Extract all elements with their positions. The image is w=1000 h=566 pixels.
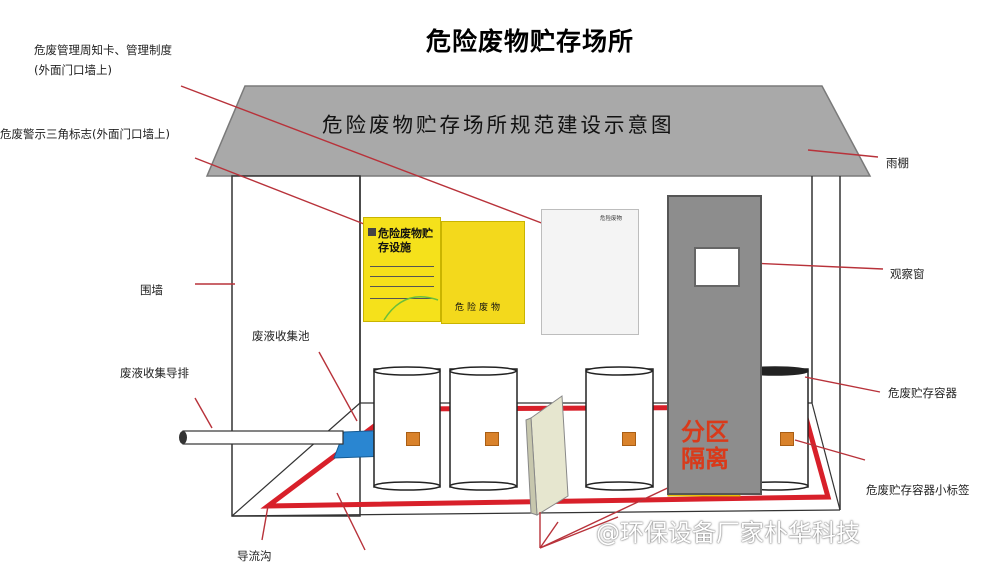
container-label-4 xyxy=(780,432,794,446)
storage-door xyxy=(667,195,762,495)
storage-container-3 xyxy=(585,366,654,491)
partition-board xyxy=(530,395,569,516)
notice-heading: 危险废物 xyxy=(600,216,623,222)
floor-right-edge xyxy=(811,402,841,511)
label-warning-sign: 危废警示三角标志(外面门口墙上) xyxy=(0,127,170,141)
label-canopy: 雨棚 xyxy=(886,156,909,170)
floor-left-edge xyxy=(231,402,361,517)
board-heading: 危险废物贮存设施 xyxy=(378,227,433,254)
storage-container-1 xyxy=(373,366,441,491)
qr-code-icon xyxy=(368,228,376,236)
container-label-2 xyxy=(485,432,499,446)
management-notice-board: 危险废物 xyxy=(541,209,639,335)
management-card-board: 危险废物贮存设施 xyxy=(363,217,441,322)
label-management-card-location: (外面门口墙上) xyxy=(34,63,112,77)
label-diversion-trench: 导流沟 xyxy=(237,549,272,563)
container-label-1 xyxy=(406,432,420,446)
waste-liquid-drain-pipe xyxy=(182,430,344,445)
hazard-warning-sign: 危险废物 xyxy=(441,221,525,324)
storage-container-2 xyxy=(449,366,518,491)
label-storage-container: 危废贮存容器 xyxy=(888,386,957,400)
observation-window xyxy=(694,247,740,287)
label-waste-liquid-drain: 废液收集导排 xyxy=(120,366,189,380)
diagram-title: 危险废物贮存场所 xyxy=(426,27,635,56)
roof-banner-title: 危险废物贮存场所规范建设示意图 xyxy=(322,113,675,137)
label-management-card: 危废管理周知卡、管理制度 xyxy=(34,43,172,57)
label-observation-window: 观察窗 xyxy=(890,267,925,281)
leader-lines xyxy=(180,85,884,551)
container-label-3 xyxy=(622,432,636,446)
canopy-roof xyxy=(205,85,872,177)
warning-sign-caption: 危险废物 xyxy=(455,303,504,313)
separation-sign-text: 分区隔离 xyxy=(681,417,729,473)
label-container-tag: 危废贮存容器小标签 xyxy=(866,483,970,497)
partition-board-edge xyxy=(525,417,538,516)
pipe-end xyxy=(179,431,187,444)
label-waste-liquid-pool: 废液收集池 xyxy=(252,329,310,343)
enclosure-left-wall xyxy=(231,175,361,517)
watermark: @环保设备厂家朴华科技 xyxy=(596,519,860,547)
label-enclosure-wall: 围墙 xyxy=(140,283,163,297)
